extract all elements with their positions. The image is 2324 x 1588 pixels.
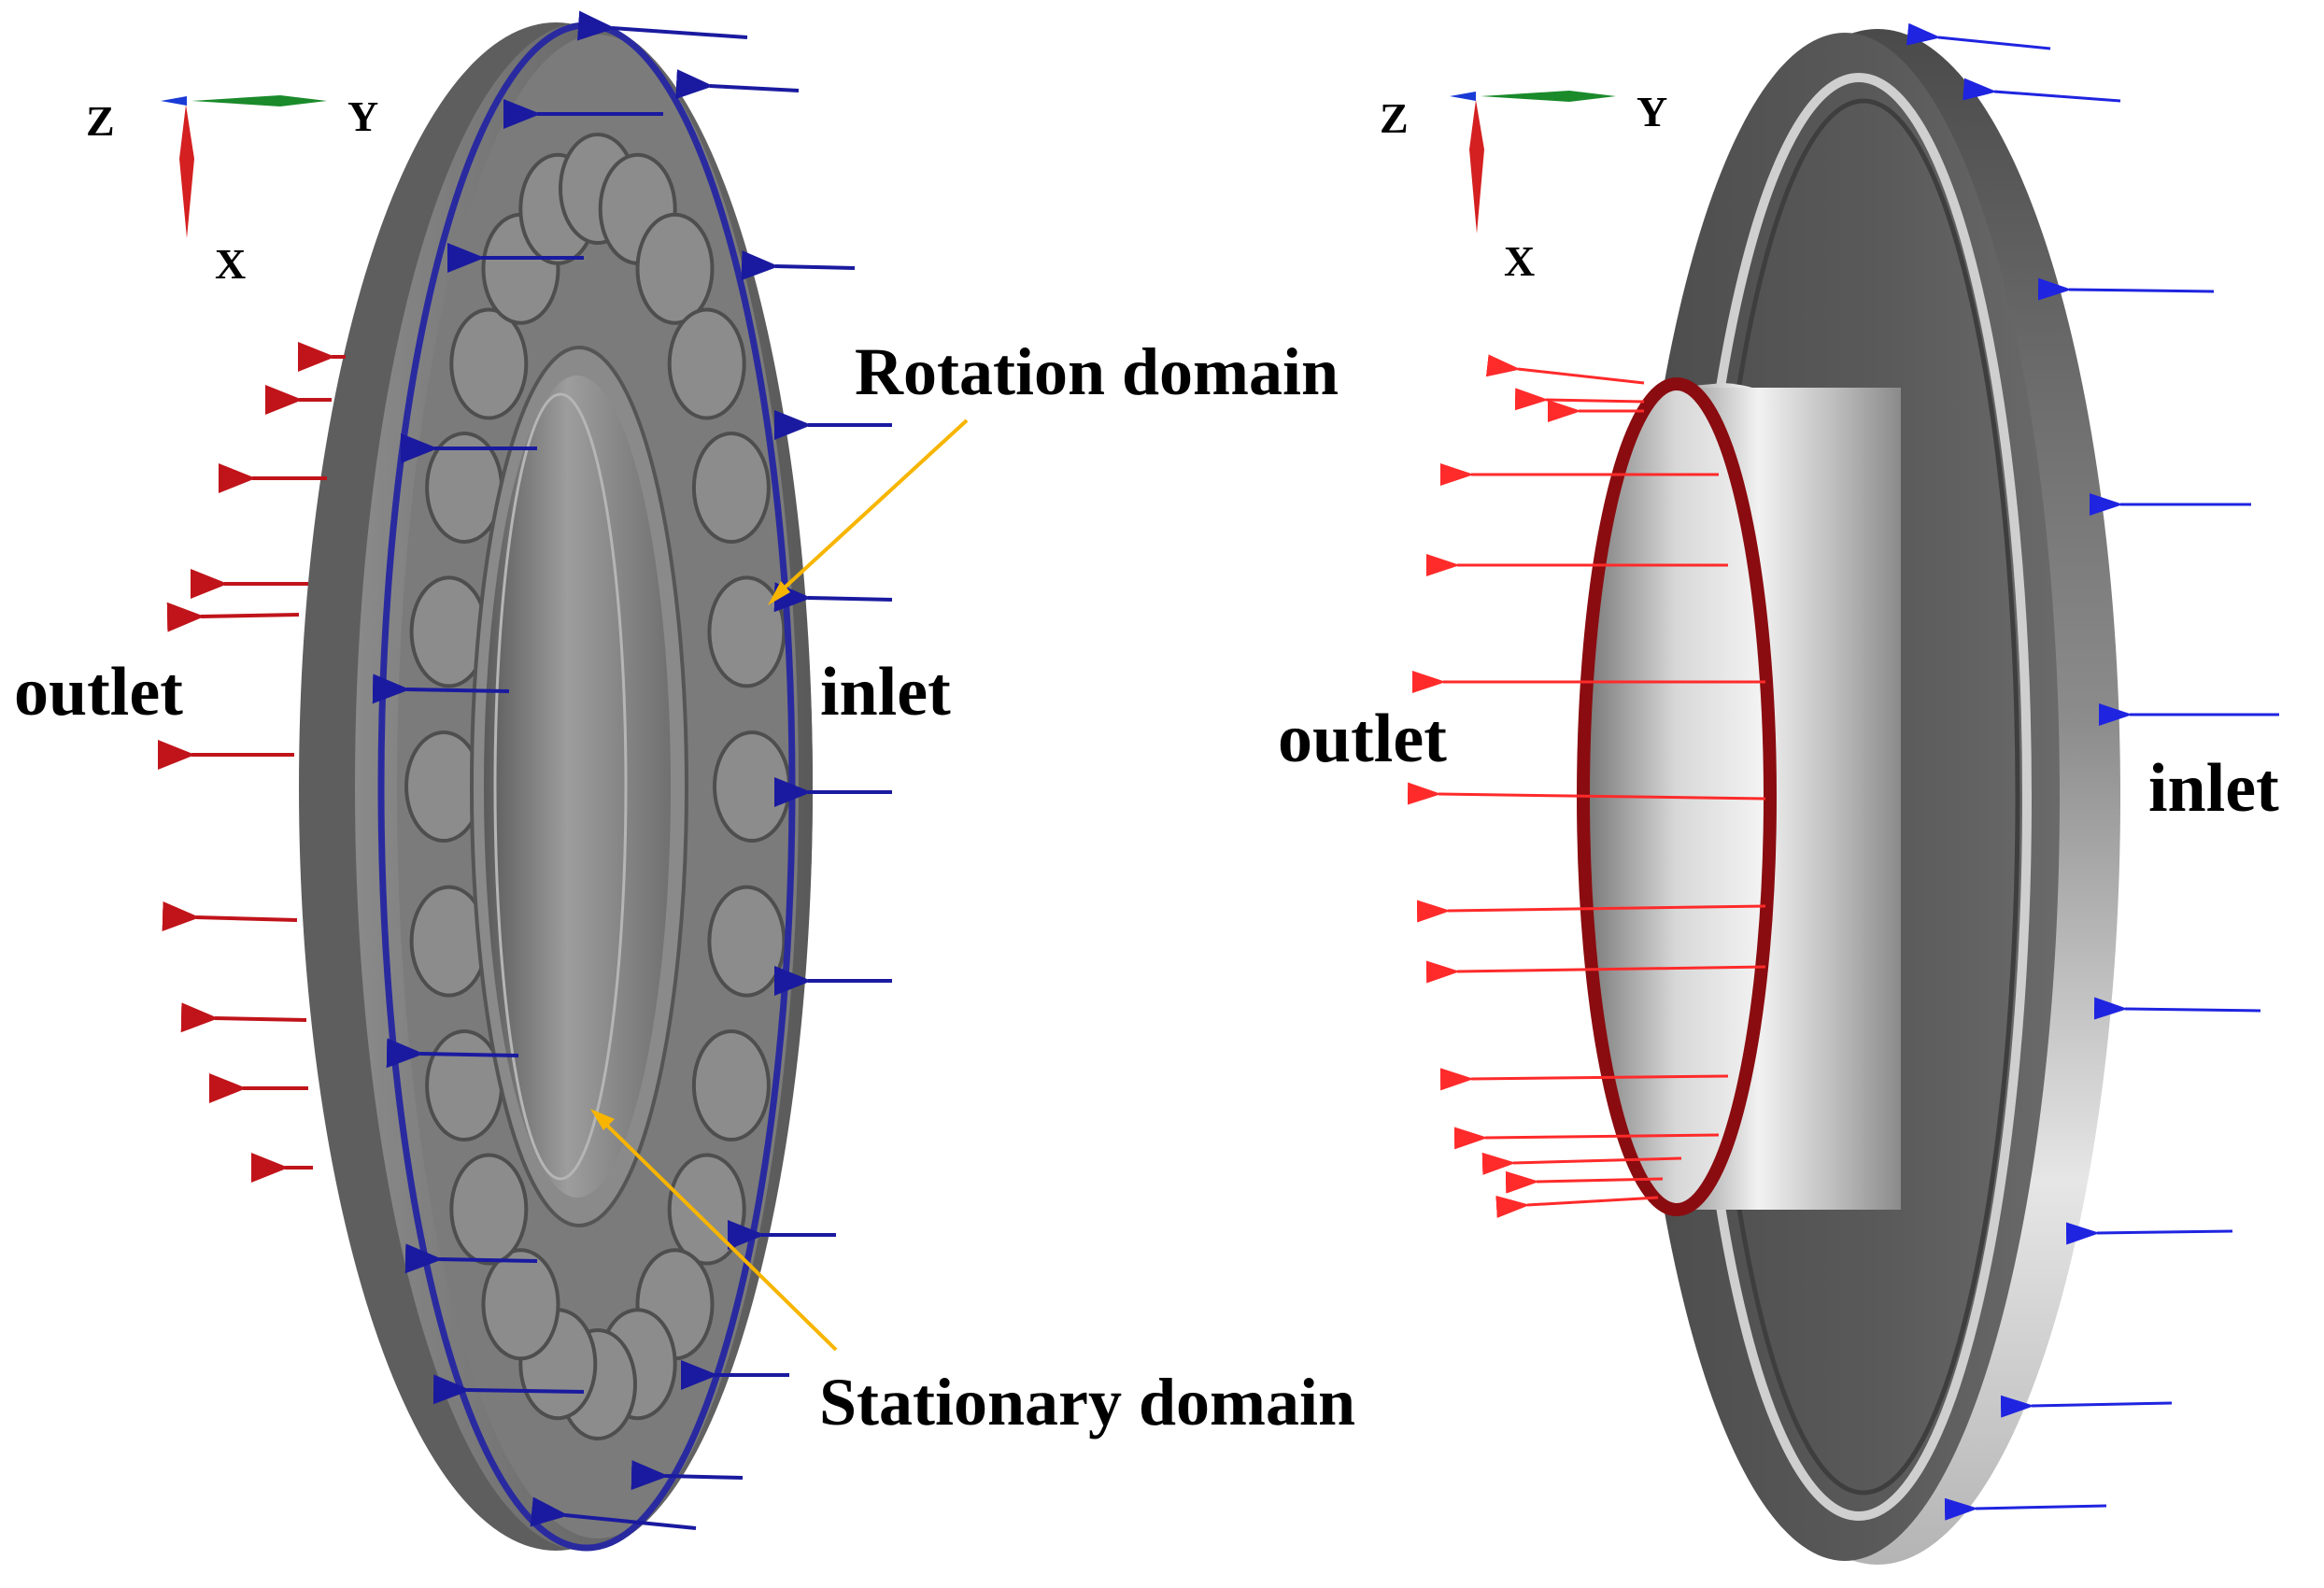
- stationary-domain-label: Stationary domain: [819, 1365, 1355, 1439]
- outlet-arrow: [1485, 354, 1645, 385]
- right-inlet-label: inlet: [2148, 750, 2279, 827]
- rotation-domain-label: Rotation domain: [855, 334, 1339, 409]
- inlet-arrow: [631, 1460, 744, 1491]
- left-blade: [707, 575, 786, 688]
- outlet-arrow: [1495, 1195, 1659, 1218]
- left-blade: [425, 1029, 504, 1141]
- right-axis-y-label: Y: [1637, 88, 1667, 135]
- left-model: [158, 10, 893, 1552]
- right-axis-z-arrow: [1450, 92, 1476, 101]
- right-axis-y-arrow: [1481, 91, 1616, 102]
- outlet-arrow: [1425, 960, 1766, 984]
- right-model: [1407, 22, 2279, 1565]
- outlet-arrow: [1439, 1068, 1729, 1091]
- right-outlet-label: outlet: [1278, 701, 1447, 777]
- outlet-arrow: [1407, 782, 1766, 805]
- inlet-arrow: [2037, 277, 2215, 301]
- inlet-arrow: [1944, 1497, 2107, 1521]
- outlet-arrow: [1416, 900, 1766, 923]
- left-bore: [484, 376, 671, 1198]
- left-bore-edge: [493, 392, 628, 1181]
- inlet-arrow: [675, 69, 800, 100]
- left-axis-x-label: X: [215, 240, 246, 288]
- left-blade: [481, 1248, 560, 1361]
- inlet-arrow: [1963, 78, 2121, 103]
- left-axis-triad: Z Y X: [86, 92, 378, 288]
- left-inlet-arrows: [372, 10, 893, 1530]
- right-inlet-arrows: [1906, 22, 2279, 1521]
- rotation-callout-line: [772, 418, 969, 600]
- left-outlet-arrows: [158, 342, 346, 1183]
- left-blade: [691, 1029, 771, 1141]
- left-blade: [449, 1153, 529, 1266]
- left-axis-y-label: Y: [347, 92, 378, 140]
- inlet-arrow: [2000, 1395, 2173, 1418]
- inlet-arrow: [372, 673, 510, 704]
- left-axis-y-arrow: [191, 95, 327, 106]
- inlet-arrow: [432, 1374, 585, 1405]
- inlet-arrow: [741, 250, 856, 281]
- inlet-arrow: [404, 1243, 538, 1274]
- left-axis-z-arrow: [161, 96, 187, 106]
- left-inlet-label: inlet: [820, 654, 951, 730]
- outlet-arrow: [166, 602, 300, 632]
- rotation-callout-head: [768, 581, 790, 605]
- left-blade: [691, 432, 771, 544]
- outlet-arrow: [1505, 1170, 1664, 1194]
- right-axis-triad: Z Y X: [1380, 88, 1667, 285]
- outlet-arrow: [1453, 1127, 1720, 1150]
- inlet-arrow: [2093, 997, 2261, 1020]
- outlet-arrow: [1514, 388, 1645, 411]
- right-axis-z-label: Z: [1380, 94, 1409, 142]
- stationary-callout-head: [590, 1109, 615, 1130]
- stationary-callout-line: [596, 1114, 838, 1352]
- inlet-arrow: [773, 582, 893, 613]
- left-blade: [713, 730, 791, 843]
- left-axis-z-label: Z: [86, 97, 115, 145]
- right-outlet-arrows: [1407, 354, 1766, 1218]
- inlet-arrow: [2065, 1222, 2233, 1245]
- outlet-arrow: [180, 1002, 307, 1033]
- left-blade: [635, 212, 715, 325]
- left-axis-x-arrow: [179, 105, 194, 238]
- outlet-arrow: [1481, 1152, 1682, 1175]
- inlet-arrow: [576, 10, 748, 41]
- right-axis-x-arrow: [1469, 100, 1484, 234]
- left-blade: [667, 1153, 746, 1266]
- left-blade: [449, 307, 529, 420]
- inlet-arrow: [1906, 22, 2051, 50]
- left-blade: [707, 885, 786, 998]
- left-blade: [667, 307, 746, 420]
- left-outlet-label: outlet: [14, 654, 183, 730]
- right-axis-x-label: X: [1504, 237, 1535, 285]
- outlet-arrow: [162, 901, 298, 931]
- inlet-arrow: [386, 1038, 519, 1069]
- left-blades: [404, 133, 791, 1440]
- inlet-arrow: [530, 1496, 697, 1530]
